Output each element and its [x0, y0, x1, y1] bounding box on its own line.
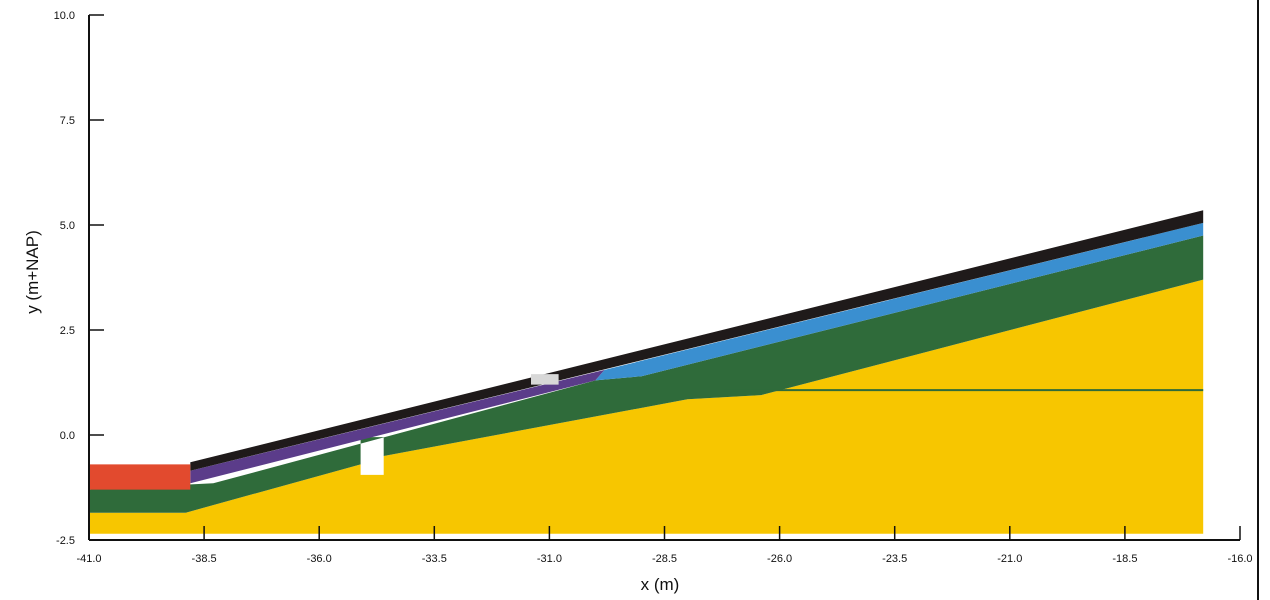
soil-layers [89, 210, 1204, 534]
blue-layer [595, 222, 1204, 381]
x-tick-label: -23.5 [882, 553, 907, 565]
x-tick-label: -36.0 [307, 553, 332, 565]
red-toe-block [89, 464, 191, 490]
x-axis-title: x (m) [641, 575, 680, 594]
y-tick-label: 10.0 [54, 10, 75, 22]
y-axis-ticks: -2.5 0.0 2.5 5.0 7.5 10.0 [54, 10, 104, 547]
x-axis-ticks: -41.0 -38.5 -36.0 -33.5 -31.0 -28.5 -26.0 -23.5… [76, 526, 1253, 565]
y-tick-label: -2.5 [56, 535, 75, 547]
y-tick-label: 2.5 [60, 325, 75, 337]
green-layer [89, 235, 1204, 513]
dark-top-layer [190, 210, 1204, 471]
x-tick-label: -21.0 [997, 553, 1022, 565]
y-tick-label: 0.0 [60, 430, 75, 442]
x-tick-label: -26.0 [767, 553, 792, 565]
y-tick-label: 5.0 [60, 220, 75, 232]
sand-core [89, 279, 1204, 534]
purple-layer [190, 369, 605, 484]
x-tick-label: -16.0 [1227, 553, 1252, 565]
grey-block [531, 374, 559, 385]
x-tick-label: -31.0 [537, 553, 562, 565]
x-tick-label: -41.0 [76, 553, 101, 565]
x-tick-label: -18.5 [1112, 553, 1137, 565]
x-tick-label: -28.5 [652, 553, 677, 565]
y-tick-label: 7.5 [60, 115, 75, 127]
y-axis-title: y (m+NAP) [23, 230, 42, 314]
x-tick-label: -38.5 [192, 553, 217, 565]
x-tick-label: -33.5 [422, 553, 447, 565]
